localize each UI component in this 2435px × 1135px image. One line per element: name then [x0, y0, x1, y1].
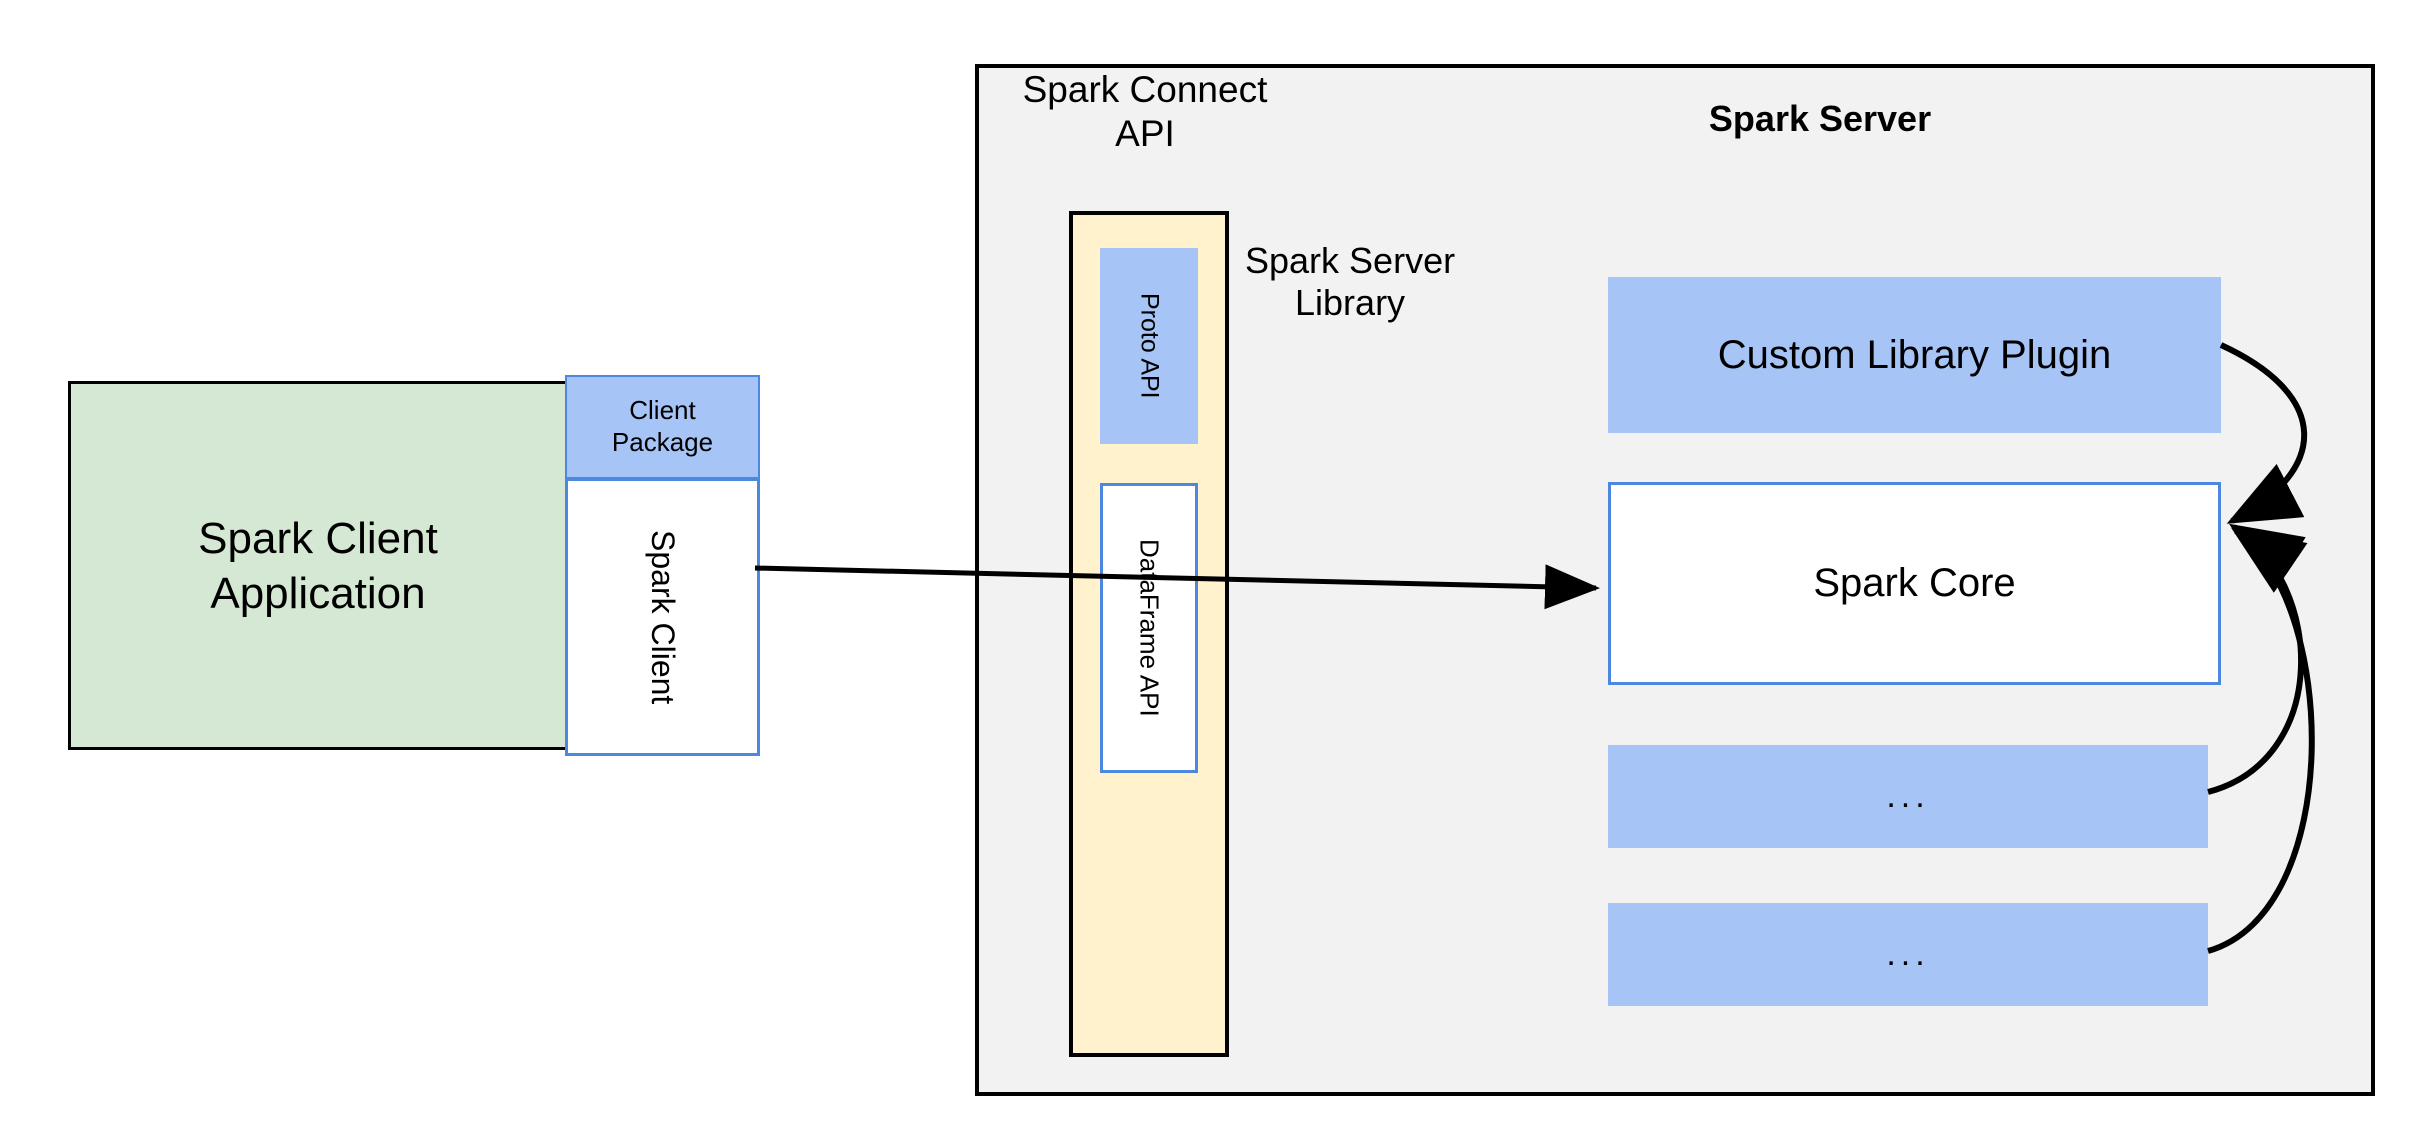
dataframe-api-box: DataFrame API	[1100, 483, 1198, 773]
server-component-ellipsis-1: ...	[1608, 745, 2208, 848]
server-component-ellipsis-2: ...	[1608, 903, 2208, 1006]
spark-client-box: Spark Client	[565, 478, 760, 756]
spark-client-label: Spark Client	[645, 529, 681, 705]
custom-library-plugin-box: Custom Library Plugin	[1608, 277, 2221, 433]
proto-api-label: Proto API	[1135, 293, 1164, 399]
proto-api-box: Proto API	[1100, 248, 1198, 444]
client-package-box: Client Package	[565, 375, 760, 479]
spark-connect-api-label: Spark Connect API	[1022, 69, 1268, 154]
spark-server-title: Spark Server	[1708, 97, 1932, 139]
spark-core-box: Spark Core	[1608, 482, 2221, 685]
spark-client-application-box: Spark Client Application	[68, 381, 568, 750]
dataframe-api-label: DataFrame API	[1134, 539, 1165, 717]
spark-server-library-label: Spark Server Library	[1245, 240, 1456, 324]
